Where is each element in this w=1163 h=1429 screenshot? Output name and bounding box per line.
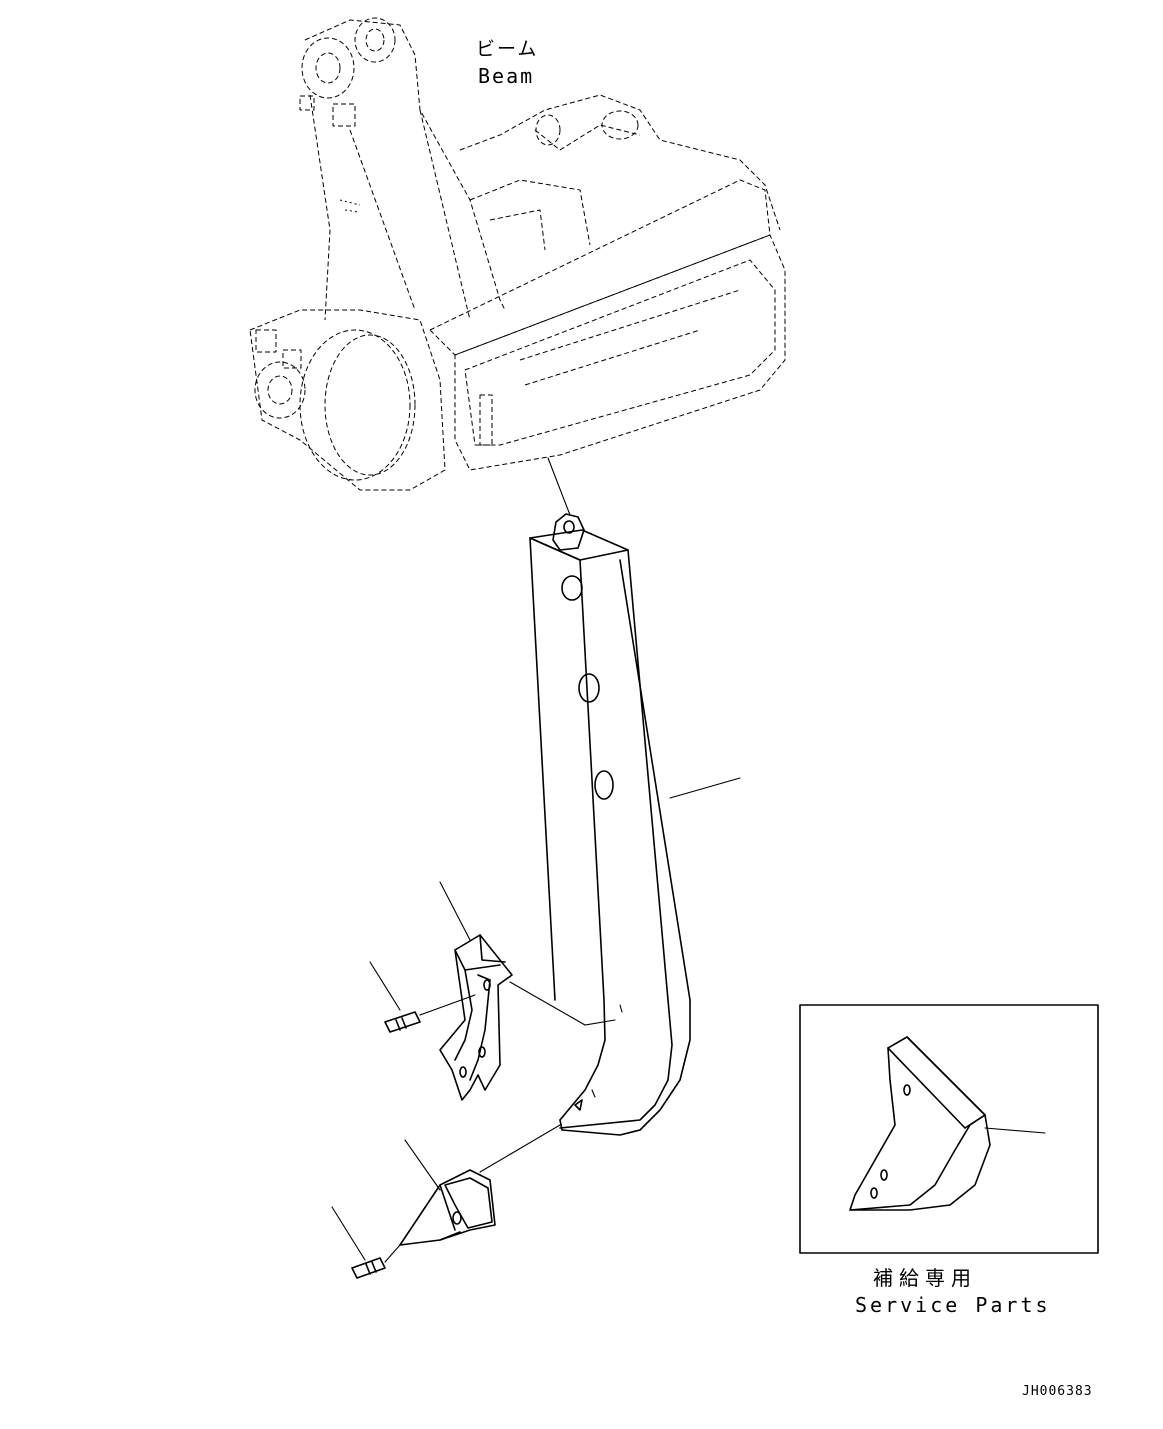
beam-label-jp: ビーム [476,38,539,60]
drawing-code: JH006383 [1022,1384,1093,1399]
service-parts-inset [799,1004,1099,1254]
service-parts-label-en: Service Parts [855,1293,1051,1317]
beam-label-en: Beam [478,64,535,88]
pin-lower [331,1206,401,1279]
protector [419,881,616,1101]
beam-assembly [249,17,786,491]
pin-upper [369,961,421,1033]
tip [399,1124,561,1246]
service-parts-label-jp: 補給専用 [873,1266,977,1290]
shank [529,457,741,1136]
